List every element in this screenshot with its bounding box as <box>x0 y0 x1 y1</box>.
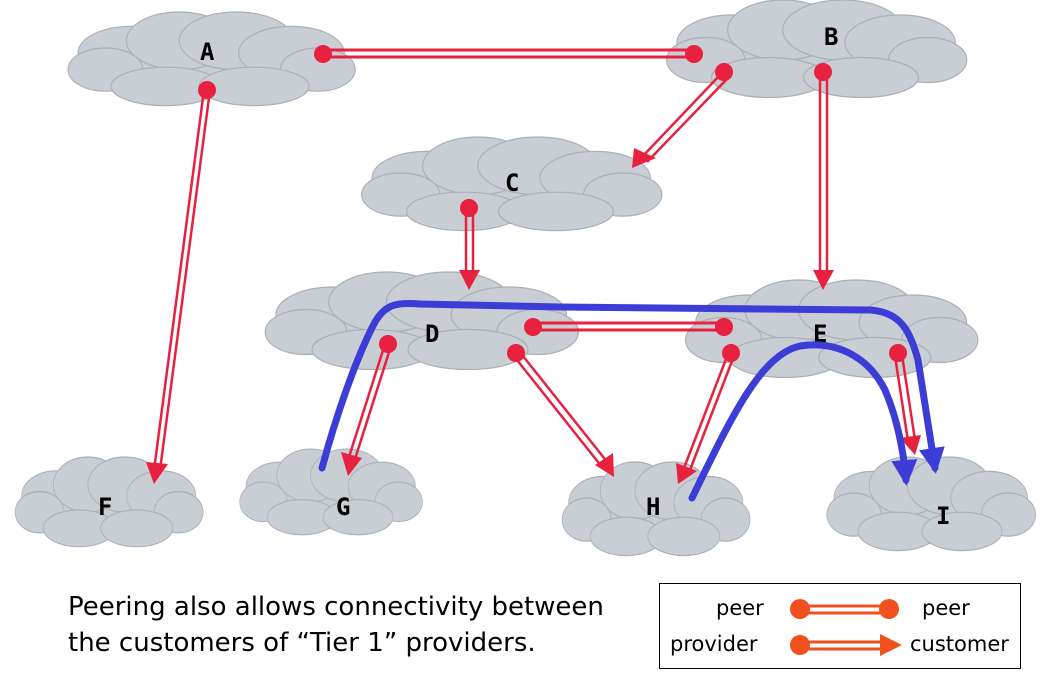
node-label-b: B <box>824 23 838 51</box>
legend-customer: customer <box>910 632 1009 656</box>
legend-provider-customer-symbol <box>790 634 902 656</box>
provider-dot-b-e <box>814 63 832 81</box>
provider-dot-b-c <box>715 63 733 81</box>
peer-link-d-e <box>524 318 733 336</box>
arrowhead-c <box>632 148 656 168</box>
provider-dot-a <box>198 81 216 99</box>
legend-symbols <box>790 599 902 656</box>
provider-link-b-e <box>818 74 829 274</box>
node-label-h: H <box>646 493 660 521</box>
arrowhead-i <box>900 435 921 455</box>
arrowhead-h-from-e <box>676 463 697 484</box>
provider-link-e-h <box>682 353 736 471</box>
path-g-to-i <box>318 300 945 474</box>
node-label-a: A <box>200 38 215 66</box>
provider-dot-d-g <box>379 335 397 353</box>
legend-peer-right: peer <box>922 596 970 620</box>
provider-dot-e-h <box>722 344 740 362</box>
arrowhead-h-from-d <box>595 453 614 477</box>
peer-link-a-b <box>314 45 703 63</box>
arrowhead-e <box>813 270 834 290</box>
provider-dot-d-h <box>507 344 525 362</box>
arrowhead-d <box>459 270 480 290</box>
legend-peer-left: peer <box>716 596 764 620</box>
caption-line-1: Peering also allows connectivity between <box>68 592 604 622</box>
node-label-g: G <box>336 493 350 521</box>
node-label-f: F <box>98 493 112 521</box>
provider-link-d-g <box>347 343 393 460</box>
cloud-i <box>826 456 1037 552</box>
provider-link-d-h <box>512 350 609 468</box>
caption: Peering also allows connectivity between… <box>68 589 668 661</box>
node-label-i: I <box>936 502 950 530</box>
legend-provider: provider <box>670 632 758 656</box>
node-label-d: D <box>425 320 439 348</box>
provider-link-a-f <box>152 89 212 471</box>
arrowhead-g <box>341 452 362 476</box>
provider-link-e-i <box>893 354 917 442</box>
arrowhead-f <box>146 462 168 484</box>
provider-dot-e-i <box>889 344 907 362</box>
node-label-e: E <box>813 320 827 348</box>
path-h-to-i <box>688 341 918 502</box>
provider-dot-c <box>460 199 478 217</box>
cloud-g <box>239 448 423 536</box>
caption-line-2: the customers of “Tier 1” providers. <box>68 628 536 658</box>
provider-link-c-d <box>464 210 475 273</box>
legend-peer-symbol <box>790 599 899 619</box>
provider-link-b-c <box>641 74 728 163</box>
legend: peer peer provider customer <box>659 583 1021 669</box>
node-label-c: C <box>505 169 519 197</box>
